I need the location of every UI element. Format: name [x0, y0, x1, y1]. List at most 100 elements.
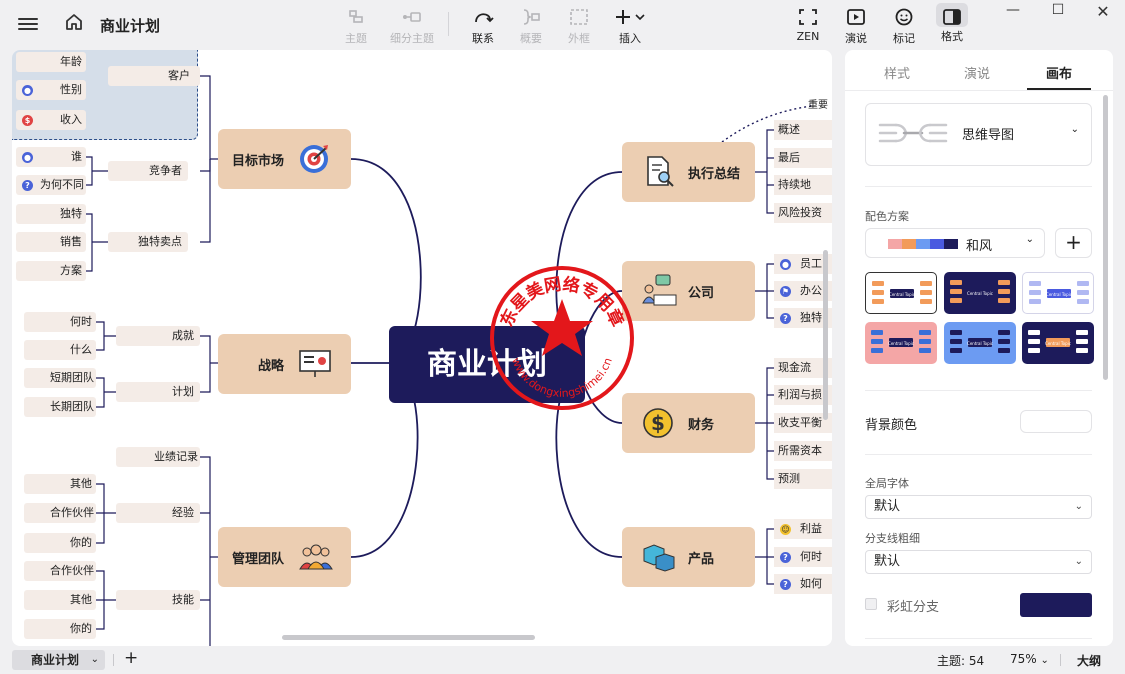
item-income[interactable]: $ 收入 [16, 110, 86, 130]
menu-icon[interactable] [18, 15, 38, 33]
maximize-icon[interactable]: ☐ [1051, 2, 1065, 18]
mindmap-canvas[interactable]: 目标市场 客户 年龄 ● 性别 $ 收入 竞争者 ● 谁 ? 为何不同 独特卖点… [12, 50, 832, 646]
zoom-level[interactable]: 75% ⌄ [1010, 652, 1049, 666]
structure-selector[interactable]: 思维导图 ⌄ [865, 103, 1092, 166]
subtopic-usp[interactable]: 独特卖点 [108, 232, 188, 252]
item-overview[interactable]: 概述 [774, 120, 832, 140]
item-partner[interactable]: 合作伙伴 [24, 561, 96, 581]
item-why-different[interactable]: ? 为何不同 [16, 175, 86, 195]
home-icon[interactable] [64, 12, 86, 34]
subtopic-plan[interactable]: 计划 [116, 382, 200, 402]
theme-thumb-2[interactable]: Central Topic [944, 272, 1016, 314]
line-width-dropdown[interactable]: 默认 ⌄ [865, 550, 1092, 574]
item-unique[interactable]: 独特 [16, 204, 86, 224]
color-swatch [944, 239, 958, 249]
item-how[interactable]: ? 如何 [774, 574, 832, 594]
item-what[interactable]: 什么 [24, 340, 96, 360]
pitch-button[interactable]: 演说 [831, 6, 881, 46]
relationship-label[interactable]: 重要 [808, 100, 828, 111]
item-final[interactable]: 最后 [774, 148, 832, 168]
add-sheet-icon[interactable]: + [124, 648, 139, 668]
item-break-even[interactable]: 收支平衡 [774, 413, 832, 433]
pitch-label: 演说 [845, 32, 867, 45]
line-width-value: 默认 [874, 554, 901, 569]
theme-thumb-5[interactable]: Central Topic [944, 322, 1016, 364]
item-sustainably[interactable]: 持续地 [774, 175, 832, 195]
boundary-label: 外框 [568, 32, 590, 45]
item-capital[interactable]: 所需资本 [774, 441, 832, 461]
item-yours[interactable]: 你的 [24, 533, 96, 553]
main-topic-target-market[interactable]: 目标市场 [218, 129, 351, 189]
panel-scrollbar[interactable] [1103, 95, 1108, 380]
subtopic-achievement[interactable]: 成就 [116, 326, 200, 346]
horizontal-scrollbar[interactable] [282, 635, 535, 640]
main-topic-finance[interactable]: $ 财务 [622, 393, 755, 453]
relationship-button[interactable]: 联系 [458, 6, 508, 46]
item-short-term[interactable]: 短期团队 [24, 368, 96, 388]
subtopic-button[interactable]: 细分主题 [387, 6, 437, 46]
rainbow-label: 彩虹分支 [887, 600, 940, 615]
item-cashflow[interactable]: 现金流 [774, 358, 832, 378]
subtopic-competitor[interactable]: 竞争者 [108, 161, 188, 181]
sheet-tab[interactable]: 商业计划 ⌄ [12, 650, 105, 670]
item-long-term[interactable]: 长期团队 [24, 397, 96, 417]
format-button[interactable]: 格式 [927, 3, 977, 44]
item-benefit[interactable]: ☺ 利益 [774, 519, 832, 539]
theme-thumb-6[interactable]: Central Topic [1022, 322, 1094, 364]
item-when[interactable]: 何时 [24, 312, 96, 332]
rainbow-checkbox[interactable] [865, 598, 877, 610]
item-plan[interactable]: 方案 [16, 261, 86, 281]
outline-button[interactable]: 大纲 [1077, 654, 1102, 668]
subtopic-experience[interactable]: 经验 [116, 503, 200, 523]
color-scheme-dropdown[interactable]: 和风 ⌄ [865, 228, 1045, 258]
zen-button[interactable]: ZEN [783, 6, 833, 43]
summary-button[interactable]: 概要 [506, 6, 556, 46]
item-office[interactable]: ⚑ 办公 [774, 281, 832, 301]
item-when[interactable]: ? 何时 [774, 547, 832, 567]
minimize-icon[interactable]: — [1006, 2, 1020, 18]
summary-icon [523, 9, 540, 25]
main-topic-label: 战略 [258, 359, 285, 374]
subtopic-track-record[interactable]: 业绩记录 [116, 447, 200, 467]
item-gender[interactable]: ● 性别 [16, 80, 86, 100]
item-other[interactable]: 其他 [24, 474, 96, 494]
item-who[interactable]: ● 谁 [16, 147, 86, 167]
main-topic-executive-summary[interactable]: 执行总结 [622, 142, 755, 202]
main-topic-product[interactable]: 产品 [622, 527, 755, 587]
tab-canvas[interactable]: 画布 [1045, 67, 1072, 82]
font-dropdown[interactable]: 默认 ⌄ [865, 495, 1092, 519]
bg-color-picker[interactable] [1020, 410, 1092, 433]
subtopic-skills[interactable]: 技能 [116, 590, 200, 610]
main-topic-management[interactable]: 管理团队 [218, 527, 351, 587]
main-topic-strategy[interactable]: 战略 [218, 334, 351, 394]
item-partner[interactable]: 合作伙伴 [24, 503, 96, 523]
tab-style[interactable]: 样式 [883, 67, 910, 82]
item-staff[interactable]: ● 员工 [774, 254, 832, 274]
active-tab-indicator [1027, 88, 1091, 90]
branch-color-picker[interactable] [1020, 593, 1092, 617]
item-other[interactable]: 其他 [24, 590, 96, 610]
item-sales[interactable]: 销售 [16, 232, 86, 252]
theme-thumb-3[interactable]: Central Topic [1022, 272, 1094, 314]
tab-pitch[interactable]: 演说 [963, 67, 990, 82]
main-topic-company[interactable]: 公司 [622, 261, 755, 321]
item-forecast[interactable]: 预测 [774, 469, 832, 489]
vertical-scrollbar[interactable] [823, 250, 828, 420]
insert-button[interactable]: 插入 [605, 6, 655, 46]
item-venture[interactable]: 风险投资 [774, 203, 832, 223]
close-icon[interactable]: ✕ [1096, 2, 1110, 21]
subtopic-customer[interactable]: 客户 [108, 66, 200, 86]
marker-button[interactable]: 标记 [879, 6, 929, 46]
smiley-icon [895, 8, 913, 26]
item-age[interactable]: 年龄 [16, 52, 86, 72]
theme-thumb-4[interactable]: Central Topic [865, 322, 937, 364]
item-unique[interactable]: ? 独特 [774, 308, 832, 328]
boundary-button[interactable]: 外框 [554, 6, 604, 46]
item-profit-loss[interactable]: 利润与损 [774, 385, 832, 405]
item-yours[interactable]: 你的 [24, 619, 96, 639]
add-scheme-button[interactable]: + [1055, 228, 1092, 258]
document-title[interactable]: 商业计划 [100, 17, 161, 35]
color-scheme-value: 和风 [966, 239, 993, 254]
topic-button[interactable]: 主题 [331, 6, 381, 46]
theme-thumb-1[interactable]: Central Topic [865, 272, 937, 314]
